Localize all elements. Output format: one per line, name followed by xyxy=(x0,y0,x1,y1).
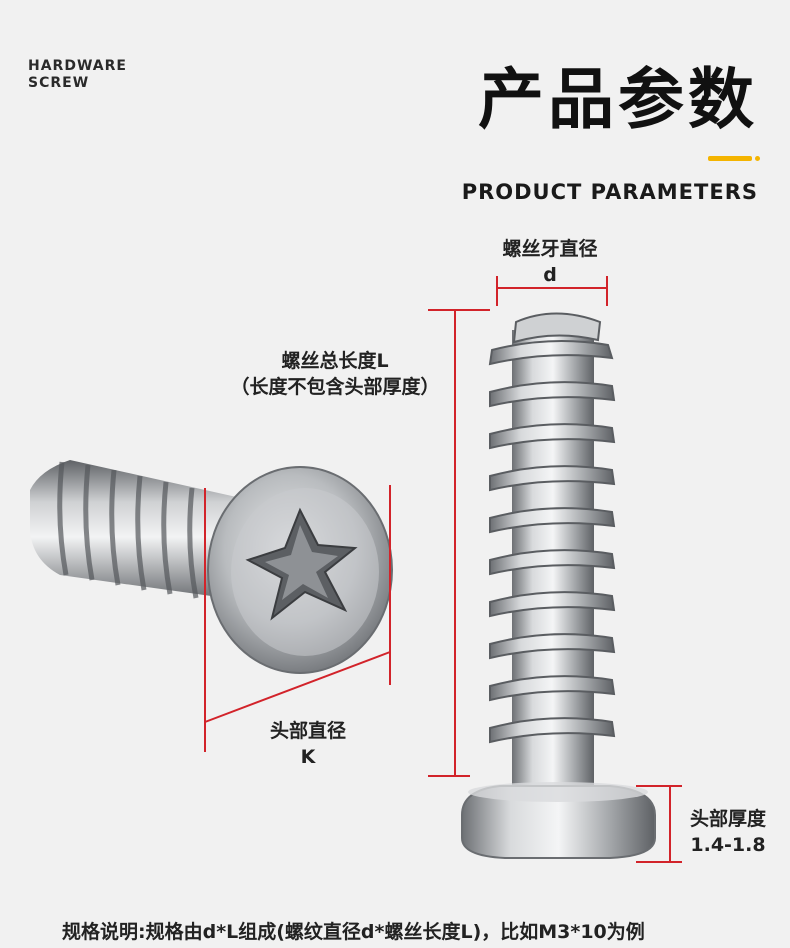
label-thread-diameter-title: 螺丝牙直径 xyxy=(502,238,598,260)
page-title: 产品参数 xyxy=(478,61,758,138)
label-thread-diameter: 螺丝牙直径 d xyxy=(480,236,620,288)
brand-line-2: SCREW xyxy=(28,75,90,91)
brand-line-1: HARDWARE xyxy=(28,58,127,74)
label-head-diameter-symbol: K xyxy=(300,746,316,768)
label-total-length: 螺丝总长度L （长度不包含头部厚度） xyxy=(210,348,460,400)
label-total-length-title: 螺丝总长度L xyxy=(281,350,389,372)
brand-mark: HARDWARE SCREW xyxy=(28,58,127,92)
label-thread-diameter-symbol: d xyxy=(543,264,557,286)
accent-dot xyxy=(755,156,760,161)
label-total-length-note: （长度不包含头部厚度） xyxy=(230,376,440,398)
dimension-lines xyxy=(204,276,682,863)
spec-note: 规格说明:规格由d*L组成(螺纹直径d*螺丝长度L)，比如M3*10为例 xyxy=(62,921,645,943)
right-screw xyxy=(461,312,656,859)
dim-head-diameter-line xyxy=(204,651,391,723)
label-head-thickness-value: 1.4-1.8 xyxy=(690,834,766,856)
page-subtitle: PRODUCT PARAMETERS xyxy=(461,180,758,204)
left-screw xyxy=(30,460,393,674)
label-head-thickness: 头部厚度 1.4-1.8 xyxy=(674,806,782,858)
accent-bar xyxy=(708,156,752,161)
label-head-diameter: 头部直径 K xyxy=(248,718,368,770)
label-head-diameter-title: 头部直径 xyxy=(269,720,346,742)
label-head-thickness-title: 头部厚度 xyxy=(689,808,766,830)
